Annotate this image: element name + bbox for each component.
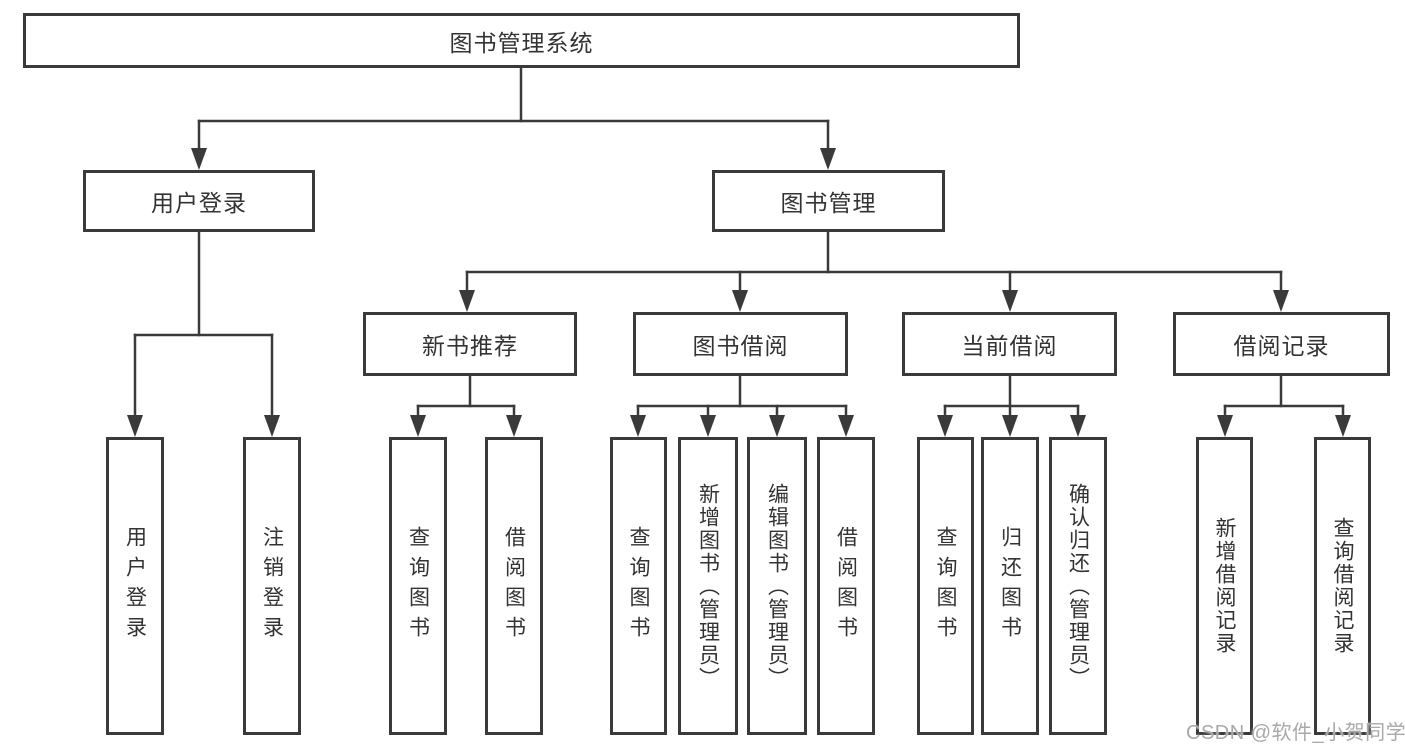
node-new-book-recommendation: 新书推荐 (363, 312, 577, 376)
leaf-borrow-edit-books-admin: 编辑图书（管理员） (747, 437, 807, 735)
leaf-current-confirm-return-admin-label: 确认归还（管理员） (1066, 482, 1090, 690)
leaf-user-login: 用户登录 (106, 437, 164, 735)
node-borrowing-records-label: 借阅记录 (1233, 333, 1330, 359)
leaf-newbooks-query-books-label: 查询图书 (406, 526, 430, 646)
leaf-borrow-add-books-admin: 新增图书（管理员） (678, 437, 738, 735)
node-book-borrowing-label: 图书借阅 (692, 333, 789, 359)
leaf-newbooks-borrow-books-label: 借阅图书 (502, 526, 526, 646)
leaf-records-add-record-label: 新增借阅记录 (1213, 517, 1236, 655)
leaf-records-query-record: 查询借阅记录 (1314, 437, 1371, 735)
node-root: 图书管理系统 (23, 13, 1020, 68)
node-user-login-label: 用户登录 (151, 190, 247, 216)
leaf-borrow-query-books-label: 查询图书 (627, 526, 650, 646)
csdn-watermark: CSDN @软件_小贺同学 (1186, 722, 1405, 744)
node-root-label: 图书管理系统 (449, 29, 594, 56)
leaf-current-query-books: 查询图书 (917, 437, 974, 735)
node-book-management-label: 图书管理 (780, 190, 877, 216)
leaf-logout: 注销登录 (243, 437, 301, 735)
leaf-borrow-borrow-books: 借阅图书 (817, 437, 875, 735)
node-book-management: 图书管理 (712, 170, 945, 232)
leaf-records-query-record-label: 查询借阅记录 (1331, 517, 1354, 655)
node-current-borrowing: 当前借阅 (902, 312, 1117, 376)
leaf-records-add-record: 新增借阅记录 (1196, 437, 1253, 735)
leaf-borrow-query-books: 查询图书 (610, 437, 667, 735)
leaf-borrow-borrow-books-label: 借阅图书 (834, 526, 858, 646)
node-new-book-recommendation-label: 新书推荐 (422, 333, 518, 359)
leaf-current-return-books: 归还图书 (981, 437, 1039, 735)
leaf-borrow-edit-books-admin-label: 编辑图书（管理员） (765, 482, 789, 690)
node-book-borrowing: 图书借阅 (633, 312, 848, 376)
leaf-newbooks-query-books: 查询图书 (389, 437, 447, 735)
node-current-borrowing-label: 当前借阅 (961, 333, 1058, 359)
leaf-current-confirm-return-admin: 确认归还（管理员） (1049, 437, 1107, 735)
leaf-current-return-books-label: 归还图书 (998, 526, 1022, 646)
leaf-logout-label: 注销登录 (260, 526, 284, 646)
leaf-current-query-books-label: 查询图书 (934, 526, 957, 646)
leaf-user-login-label: 用户登录 (123, 526, 147, 646)
leaf-newbooks-borrow-books: 借阅图书 (485, 437, 543, 735)
node-user-login: 用户登录 (83, 170, 315, 232)
node-borrowing-records: 借阅记录 (1173, 312, 1390, 376)
leaf-borrow-add-books-admin-label: 新增图书（管理员） (696, 482, 720, 690)
